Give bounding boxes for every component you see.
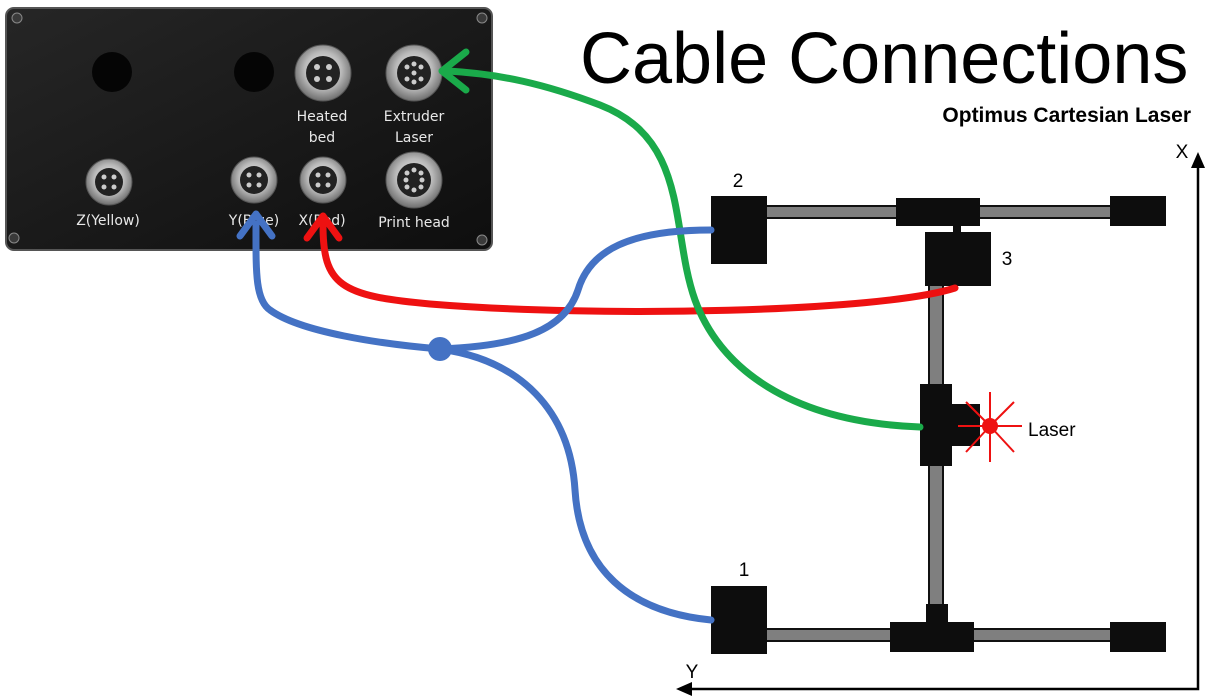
y-axis-arrow-icon [676, 682, 692, 696]
print-head-connector [385, 151, 443, 209]
motor-3 [925, 232, 991, 286]
motor-label-1: 1 [739, 560, 750, 581]
connector-label: Z(Yellow) [76, 213, 140, 229]
motor-label-2: 2 [733, 171, 744, 192]
bottom-end-block [1110, 622, 1166, 652]
axes [684, 158, 1200, 691]
red-cable [319, 221, 959, 315]
connector-label: Print head [378, 215, 450, 231]
laser-burst-icon [958, 392, 1022, 462]
empty-port-hole [92, 52, 132, 92]
connector-label: Extruder [384, 109, 445, 125]
x-motor-connector [299, 156, 347, 204]
x-axis-label: X [1176, 142, 1189, 163]
y-motor-connector [230, 156, 278, 204]
top-end-block [1110, 196, 1166, 226]
green-cable [444, 67, 924, 431]
printer-frame: 2 1 3 [711, 171, 1166, 654]
screw-icon [476, 234, 488, 246]
blue-cable-to-motor-2 [436, 226, 715, 353]
blue-cable-main [252, 220, 444, 353]
bottom-carriage [890, 622, 974, 652]
z-motor-connector [85, 158, 133, 206]
laser-carriage [920, 384, 952, 466]
blue-arrow-icon [236, 210, 276, 240]
motor-2 [711, 196, 767, 264]
y-axis-label: Y [686, 662, 699, 683]
top-carriage [896, 198, 980, 226]
connector-label: Heated [297, 109, 348, 125]
motor-label-3: 3 [1002, 249, 1013, 270]
blue-cable-to-motor-1 [436, 345, 715, 624]
x-axis-arrow-icon [1191, 152, 1205, 168]
extruder-laser-connector [385, 44, 443, 102]
empty-port-hole [234, 52, 274, 92]
motor-1 [711, 586, 767, 654]
page-subtitle: Optimus Cartesian Laser [942, 104, 1191, 127]
connector-label: Laser [395, 130, 433, 146]
screw-icon [476, 12, 488, 24]
blue-cable-junction [428, 337, 452, 361]
laser-label: Laser [1028, 420, 1076, 441]
control-box: Heated bed Extruder Laser Z(Yellow) [5, 7, 493, 251]
green-arrow-icon [438, 48, 470, 94]
page-title: Cable Connections [580, 19, 1189, 99]
connector-label: bed [309, 130, 335, 146]
red-arrow-icon [303, 212, 343, 242]
screw-icon [11, 12, 23, 24]
screw-icon [8, 232, 20, 244]
heated-bed-connector [294, 44, 352, 102]
